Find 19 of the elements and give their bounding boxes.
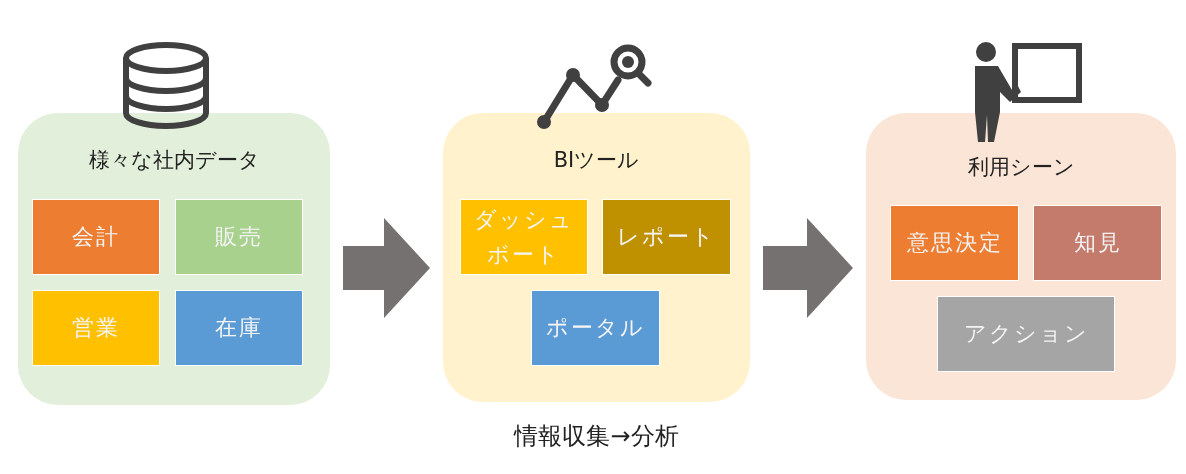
category-box: ポータル xyxy=(531,290,660,366)
block-arrow xyxy=(343,218,430,318)
group-panel xyxy=(866,113,1176,400)
category-box: ダッシュボート xyxy=(460,199,588,275)
block-arrow xyxy=(763,218,853,318)
category-box: レポート xyxy=(602,199,731,275)
panel-heading: 利用シーン xyxy=(966,154,1076,181)
category-box: 営業 xyxy=(32,290,160,366)
category-box: 在庫 xyxy=(175,290,303,366)
category-box: 販売 xyxy=(175,199,303,275)
category-box: アクション xyxy=(937,296,1115,372)
group-panel xyxy=(443,113,750,402)
category-box: 意思決定 xyxy=(890,205,1019,281)
category-box: 知見 xyxy=(1033,205,1162,281)
node-label: 情報収集→分析 xyxy=(514,421,679,452)
panel-heading: BIツール xyxy=(552,147,641,174)
category-box: 会計 xyxy=(32,199,160,275)
panel-heading: 様々な社内データ xyxy=(87,147,261,174)
group-panel xyxy=(18,113,330,405)
